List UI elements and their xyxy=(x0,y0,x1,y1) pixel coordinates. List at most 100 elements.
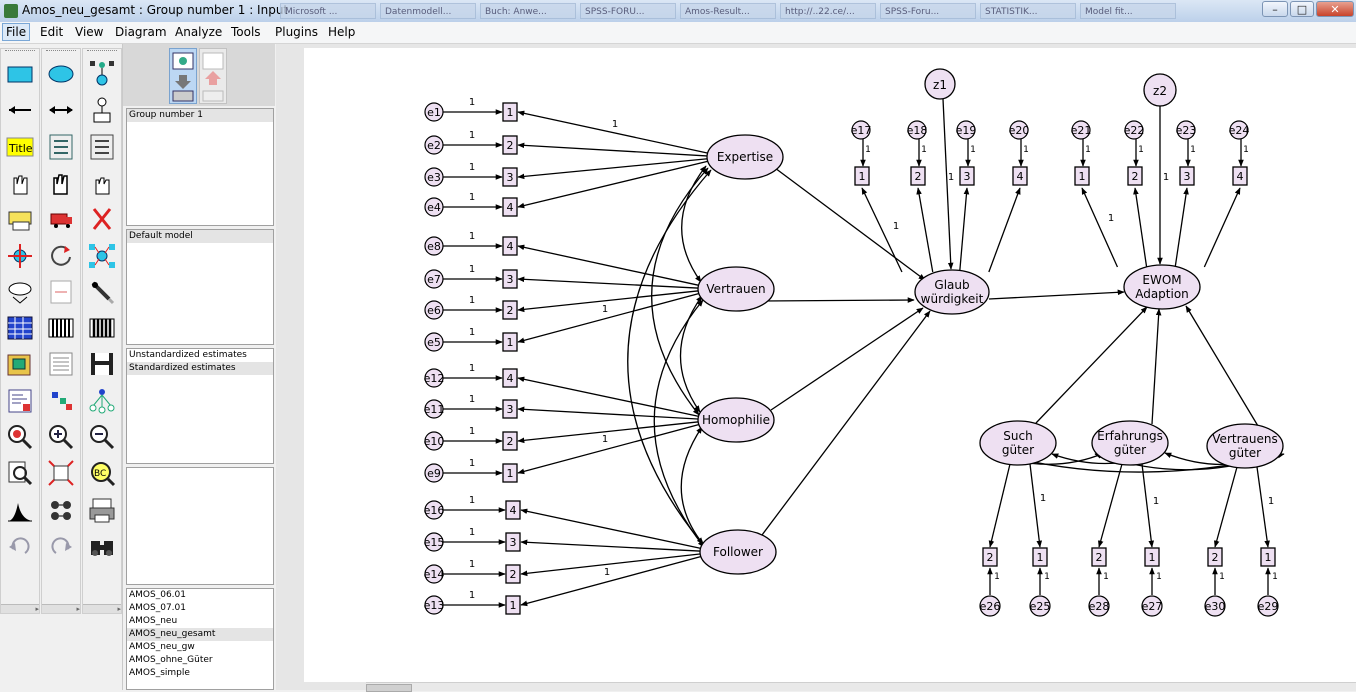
latent-erfahrungsgueter[interactable] xyxy=(1091,420,1169,466)
error-variable[interactable] xyxy=(1088,595,1110,617)
select-one-button[interactable] xyxy=(3,166,37,200)
observed-variable[interactable] xyxy=(1207,547,1223,567)
error-variable[interactable] xyxy=(424,236,444,256)
loading-path[interactable] xyxy=(517,160,710,209)
covariance-arrow[interactable] xyxy=(681,165,707,283)
path-button[interactable] xyxy=(3,93,37,127)
menu-tools[interactable]: Tools xyxy=(231,25,261,39)
resize-to-page-button[interactable] xyxy=(44,456,78,490)
indicator-button[interactable] xyxy=(85,239,119,273)
observed-variable[interactable] xyxy=(502,368,518,388)
taskbar-item[interactable]: Model fit... xyxy=(1080,3,1176,19)
loading-path[interactable] xyxy=(517,110,710,155)
observed-variable[interactable] xyxy=(1012,166,1028,186)
data-files-button[interactable] xyxy=(3,347,37,381)
taskbar-item[interactable]: Buch: Anwe... xyxy=(480,3,576,19)
error-variable[interactable] xyxy=(424,269,444,289)
specification-search-button[interactable] xyxy=(85,529,119,563)
observed-variable[interactable] xyxy=(505,500,521,520)
observed-variable[interactable] xyxy=(982,547,998,567)
file-item[interactable]: AMOS_06.01 xyxy=(129,590,186,600)
estimates-item[interactable]: Unstandardized estimates xyxy=(129,350,247,360)
observed-variable[interactable] xyxy=(1074,166,1090,186)
loading-path[interactable] xyxy=(1141,463,1155,548)
zoom-in-button[interactable] xyxy=(44,420,78,454)
list-variables-button[interactable] xyxy=(3,311,37,345)
select-group-button[interactable] xyxy=(85,384,119,418)
observed-variable[interactable] xyxy=(1091,547,1107,567)
draw-unobserved-button[interactable] xyxy=(44,57,78,91)
deselect-all-button[interactable] xyxy=(85,166,119,200)
loading-path[interactable] xyxy=(517,376,701,418)
observed-variable[interactable] xyxy=(505,595,521,615)
menu-view[interactable]: View xyxy=(75,25,104,39)
observed-variable[interactable] xyxy=(854,166,870,186)
loading-path[interactable] xyxy=(1097,463,1123,548)
observed-variable[interactable] xyxy=(1179,166,1195,186)
zoom-in-area-button[interactable] xyxy=(3,420,37,454)
group-item[interactable]: Group number 1 xyxy=(127,109,273,122)
file-item[interactable]: AMOS_neu xyxy=(129,616,178,626)
rotate-button[interactable] xyxy=(44,239,78,273)
menu-file[interactable]: File xyxy=(2,23,31,41)
error-variable[interactable] xyxy=(1257,595,1279,617)
error-variable[interactable] xyxy=(424,197,444,217)
observed-variable[interactable] xyxy=(502,135,518,155)
error-variable[interactable] xyxy=(424,564,444,584)
zoom-page-button[interactable] xyxy=(3,456,37,490)
error-variable[interactable] xyxy=(424,532,444,552)
observed-variable[interactable] xyxy=(502,300,518,320)
observed-variable[interactable] xyxy=(1232,166,1248,186)
copy-objects-button[interactable] xyxy=(3,202,37,236)
draw-observed-button[interactable] xyxy=(3,57,37,91)
latent-vertrauensgueter[interactable] xyxy=(1206,423,1284,469)
analysis-properties-button[interactable] xyxy=(44,347,78,381)
taskbar-item[interactable]: http://..22.ce/... xyxy=(780,3,876,19)
model-item[interactable]: Default model xyxy=(127,230,273,243)
observed-variable[interactable] xyxy=(502,399,518,419)
copy-diagram-button[interactable] xyxy=(44,384,78,418)
file-item[interactable]: AMOS_neu_gw xyxy=(129,642,195,652)
error-variable[interactable] xyxy=(1029,595,1051,617)
loading-path[interactable] xyxy=(517,157,710,180)
loading-path[interactable] xyxy=(520,555,703,607)
loading-path[interactable] xyxy=(517,142,710,157)
close-button[interactable]: ✕ xyxy=(1316,1,1354,17)
scrollbar-thumb[interactable] xyxy=(366,684,412,692)
draw-latent-button[interactable] xyxy=(85,57,119,91)
observed-variable[interactable] xyxy=(502,102,518,122)
print-button[interactable] xyxy=(85,493,119,527)
reflect-button[interactable] xyxy=(44,275,78,309)
covariance-arrow[interactable] xyxy=(653,299,705,548)
loading-path[interactable] xyxy=(517,276,701,289)
loading-path[interactable] xyxy=(520,553,703,577)
structural-path[interactable] xyxy=(988,289,1125,300)
observed-variable[interactable] xyxy=(1032,547,1048,567)
covariance-arrow[interactable] xyxy=(651,167,709,416)
multiple-group-button[interactable] xyxy=(44,493,78,527)
error-variable[interactable] xyxy=(424,463,444,483)
shape-change-button[interactable] xyxy=(3,275,37,309)
maximize-button[interactable]: □ xyxy=(1290,1,1314,17)
latent-glaubwuerdigkeit[interactable] xyxy=(914,269,990,315)
structural-path[interactable] xyxy=(1035,306,1148,424)
loading-path[interactable] xyxy=(916,187,934,273)
undo-button[interactable] xyxy=(3,529,37,563)
error-variable[interactable] xyxy=(956,120,976,140)
error-variable[interactable] xyxy=(1176,120,1196,140)
loading-path[interactable] xyxy=(1029,463,1043,548)
error-variable[interactable] xyxy=(851,120,871,140)
latent-suchgueter[interactable] xyxy=(979,420,1057,466)
structural-path[interactable] xyxy=(774,167,926,281)
error-variable[interactable] xyxy=(1141,595,1163,617)
structural-path[interactable] xyxy=(761,297,915,303)
loading-path[interactable] xyxy=(1203,187,1241,268)
error-variable[interactable] xyxy=(424,500,444,520)
redo-button[interactable] xyxy=(44,529,78,563)
covariance-button[interactable] xyxy=(44,93,78,127)
error-variable[interactable] xyxy=(424,300,444,320)
move-parameters-button[interactable] xyxy=(3,239,37,273)
minimize-button[interactable]: – xyxy=(1262,1,1288,17)
disturbance-variable[interactable] xyxy=(1143,73,1177,107)
